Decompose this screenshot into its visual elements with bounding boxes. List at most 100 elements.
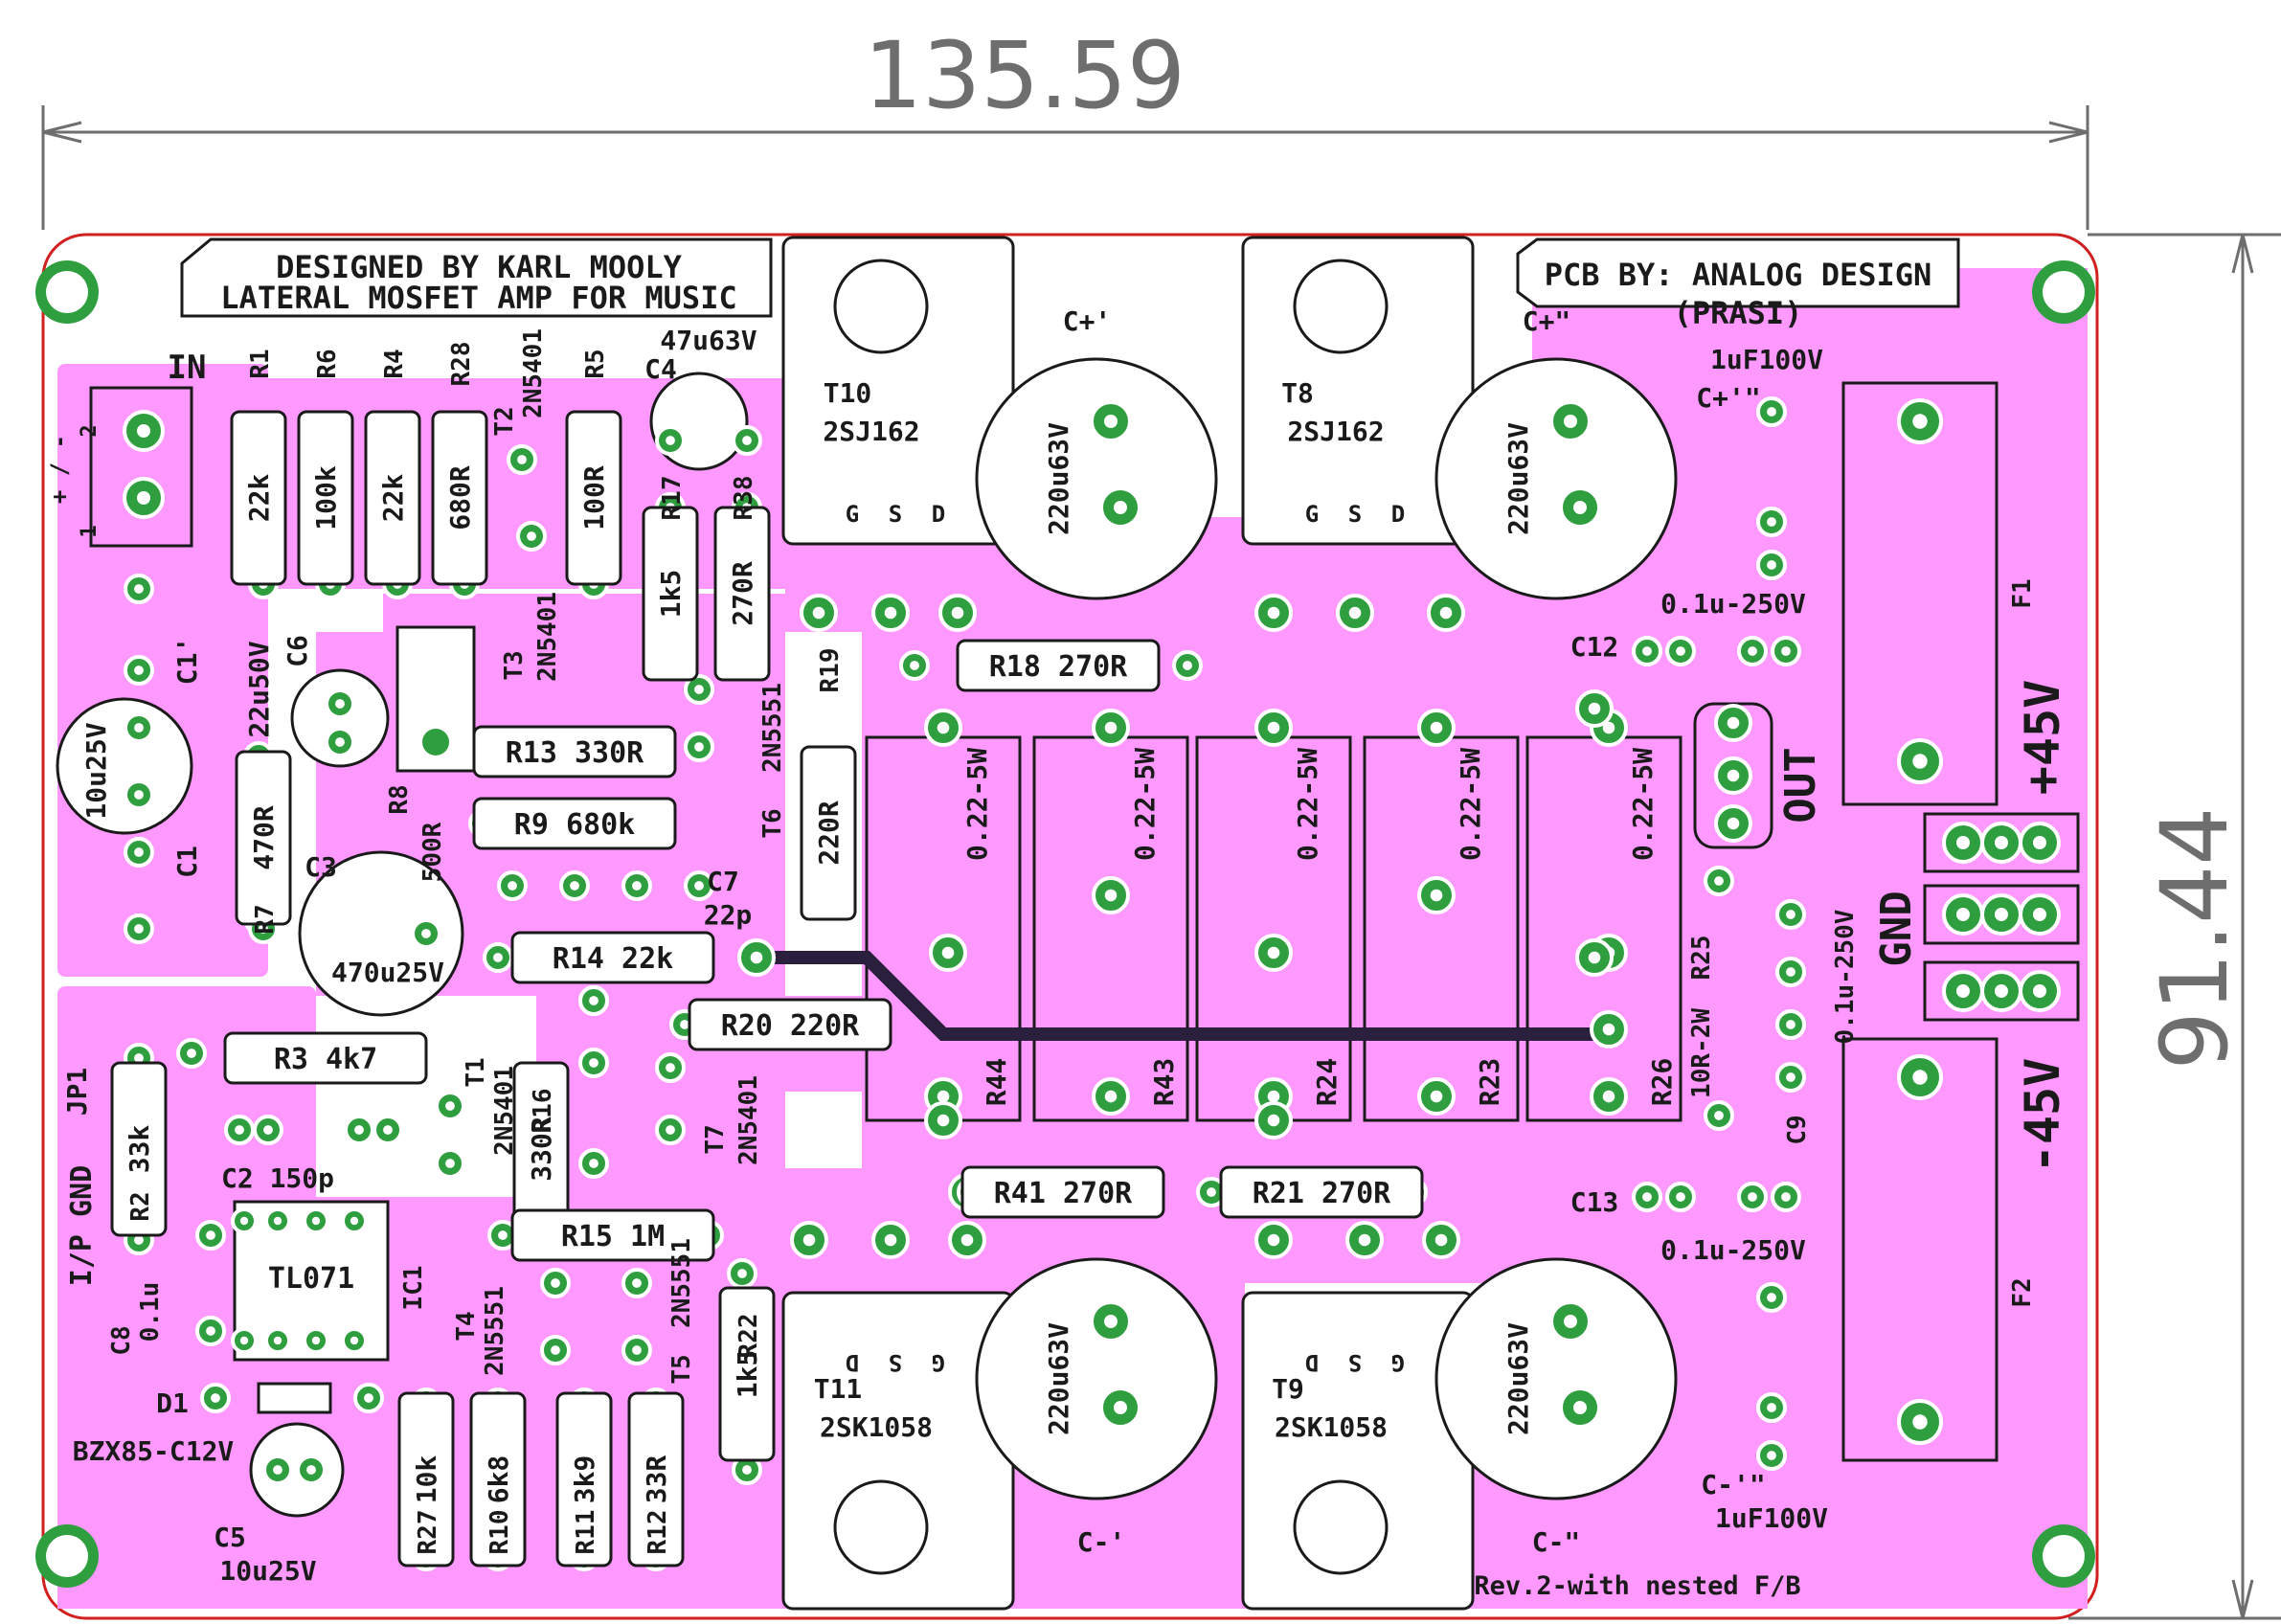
cap-ref: C3 <box>305 851 337 883</box>
cap-value: 22u50V <box>243 641 275 737</box>
drill-hole <box>1183 661 1192 670</box>
power-resistor-ref: R23 <box>1474 1058 1505 1107</box>
drill-hole <box>1207 1187 1216 1197</box>
gate-pin-label: G <box>846 501 859 528</box>
resistor-label: R9 680k <box>514 808 635 842</box>
resistor-ref: R22 <box>734 1314 763 1359</box>
cap-value: 22p <box>704 899 753 931</box>
cap-ref: C-'" <box>1701 1469 1765 1500</box>
resistor-body <box>960 1165 1165 1219</box>
drill-hole <box>1767 1451 1776 1460</box>
cap-value: 1uF100V <box>1710 344 1823 375</box>
drill-hole <box>1995 836 2008 849</box>
drill-hole <box>134 847 144 857</box>
drill-hole <box>589 1159 598 1168</box>
drill-hole <box>1912 1070 1928 1085</box>
resistor-value: 100k <box>310 465 342 530</box>
f1-label: F1 <box>2008 578 2037 608</box>
drill-hole <box>1786 910 1795 919</box>
drill-hole <box>1104 1090 1118 1103</box>
drill-hole <box>802 1233 816 1247</box>
pin1-label: 1 <box>78 525 102 537</box>
drill-hole <box>1564 415 1577 428</box>
drill-hole <box>1767 1403 1776 1412</box>
drill-hole <box>1912 414 1928 429</box>
drill-hole <box>134 1235 144 1245</box>
transistor-value: 2N5401 <box>519 328 548 418</box>
resistor-body <box>718 1286 776 1462</box>
drill-hole <box>1748 1192 1757 1202</box>
drill-hole <box>1781 646 1791 656</box>
transistor-ref: T2 <box>490 406 519 436</box>
mounting-hole-drill <box>46 1535 88 1577</box>
mounting-hole-drill <box>2043 1535 2085 1577</box>
drill-hole <box>1104 721 1118 734</box>
drill-hole <box>1676 646 1685 656</box>
drill-hole <box>1767 517 1776 527</box>
drill-hole <box>311 1216 321 1226</box>
pin2-label: 2 <box>78 424 102 437</box>
drill-hole <box>1714 876 1724 886</box>
resistor-label: R18 270R <box>989 650 1128 684</box>
drill-hole <box>1602 721 1615 734</box>
drill-hole <box>273 1216 282 1226</box>
drill-hole <box>551 1278 560 1288</box>
resistor-body <box>510 931 715 984</box>
drill-hole <box>2033 836 2046 849</box>
drill-hole <box>1767 560 1776 570</box>
power-resistor-value: 0.22-5W <box>1129 748 1161 861</box>
drill-hole <box>1430 889 1443 902</box>
drill-hole <box>239 1216 249 1226</box>
drill-hole <box>1267 606 1280 620</box>
resistor-value: 100R <box>578 465 610 530</box>
resistor-body <box>223 1031 428 1085</box>
designer-line2: LATERAL MOSFET AMP FOR MUSIC <box>220 280 736 316</box>
resistor-body <box>364 410 421 586</box>
resistor-body <box>510 1208 715 1262</box>
resistor-body <box>230 410 287 586</box>
component-labels: 22kR1100kR622kR4680RR28100RR51k5R17270RR… <box>73 305 1860 1587</box>
resistor-body <box>1219 1165 1424 1219</box>
resistor-ref: R27 <box>414 1510 442 1555</box>
power-resistor-ref: R44 <box>981 1058 1012 1107</box>
drill-hole <box>2033 984 2046 998</box>
drill-hole <box>273 1465 282 1475</box>
source-pin-label: S <box>889 1349 902 1376</box>
drill-hole <box>1430 721 1443 734</box>
transistor-value: 2SJ162 <box>1287 416 1384 447</box>
cap-value: 0.1u <box>136 1282 165 1342</box>
cap-ref: C13 <box>1570 1186 1619 1218</box>
drain-pin-label: D <box>846 1349 859 1376</box>
drill-hole <box>1439 606 1453 620</box>
cap-value: 0.1u-250V <box>1660 1234 1806 1266</box>
source-pin-label: S <box>889 501 902 528</box>
power-resistor-ref: R43 <box>1148 1058 1180 1107</box>
cap-value: 10u25V <box>219 1555 316 1587</box>
cap-ref: C-" <box>1532 1526 1581 1558</box>
cap-ref: C+' <box>1063 305 1112 337</box>
trimmer-ref: R8 <box>385 784 414 814</box>
ic-ref: IC1 <box>399 1266 428 1311</box>
credit-pcb: PCB BY: ANALOG DESIGN (PRASI) <box>1545 257 1932 331</box>
source-pin-label: S <box>1348 1349 1362 1376</box>
drill-hole <box>335 699 345 709</box>
resistor-body <box>800 745 857 921</box>
drill-hole <box>134 924 144 934</box>
transistor-ref: T5 <box>667 1354 696 1384</box>
drill-hole <box>1786 1020 1795 1029</box>
resistor-ref: R17 <box>658 476 687 521</box>
resistor-ref: R38 <box>730 476 758 521</box>
diode-value: BZX85-C12V <box>73 1435 235 1467</box>
transistor-value: 2N5401 <box>533 592 562 682</box>
drill-hole <box>311 1336 321 1345</box>
resistor-ref: R5 <box>581 349 610 378</box>
out-label: OUT <box>1776 747 1825 823</box>
diode-ref: D1 <box>156 1387 189 1419</box>
drill-hole <box>589 996 598 1005</box>
drill-hole <box>1786 967 1795 977</box>
cap-ref: C+" <box>1523 305 1571 337</box>
drill-hole <box>1767 407 1776 417</box>
drill-hole <box>750 951 763 964</box>
cap-ref: C1' <box>171 637 203 686</box>
height-dimension-label: 91.44 <box>2141 807 2248 1071</box>
